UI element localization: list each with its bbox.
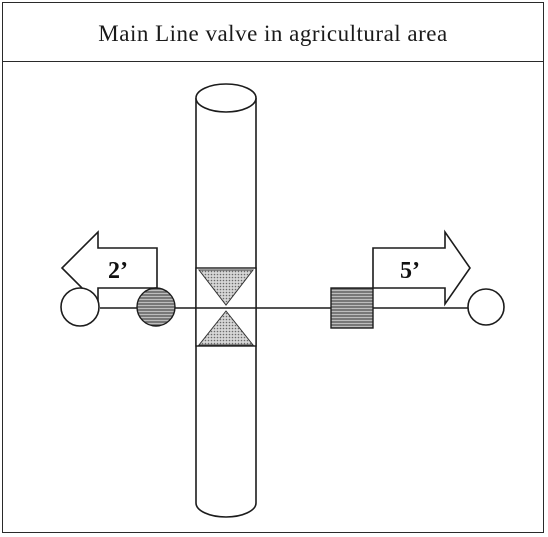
figure-frame: [2, 2, 544, 533]
left-hatched-circle: [136, 287, 176, 327]
right-flow-arrow: 5’: [372, 229, 471, 307]
title-box: Main Line valve in agricultural area: [2, 2, 544, 62]
left-open-circle: [60, 287, 100, 327]
right-open-circle: [467, 288, 505, 326]
left-flow-arrow: 2’: [60, 230, 158, 306]
figure-title: Main Line valve in agricultural area: [98, 20, 448, 46]
right-hatched-block: [330, 287, 374, 329]
right-arrow-label: 5’: [400, 258, 420, 284]
valve-body: [195, 267, 257, 347]
left-arrow-label: 2’: [108, 258, 128, 284]
